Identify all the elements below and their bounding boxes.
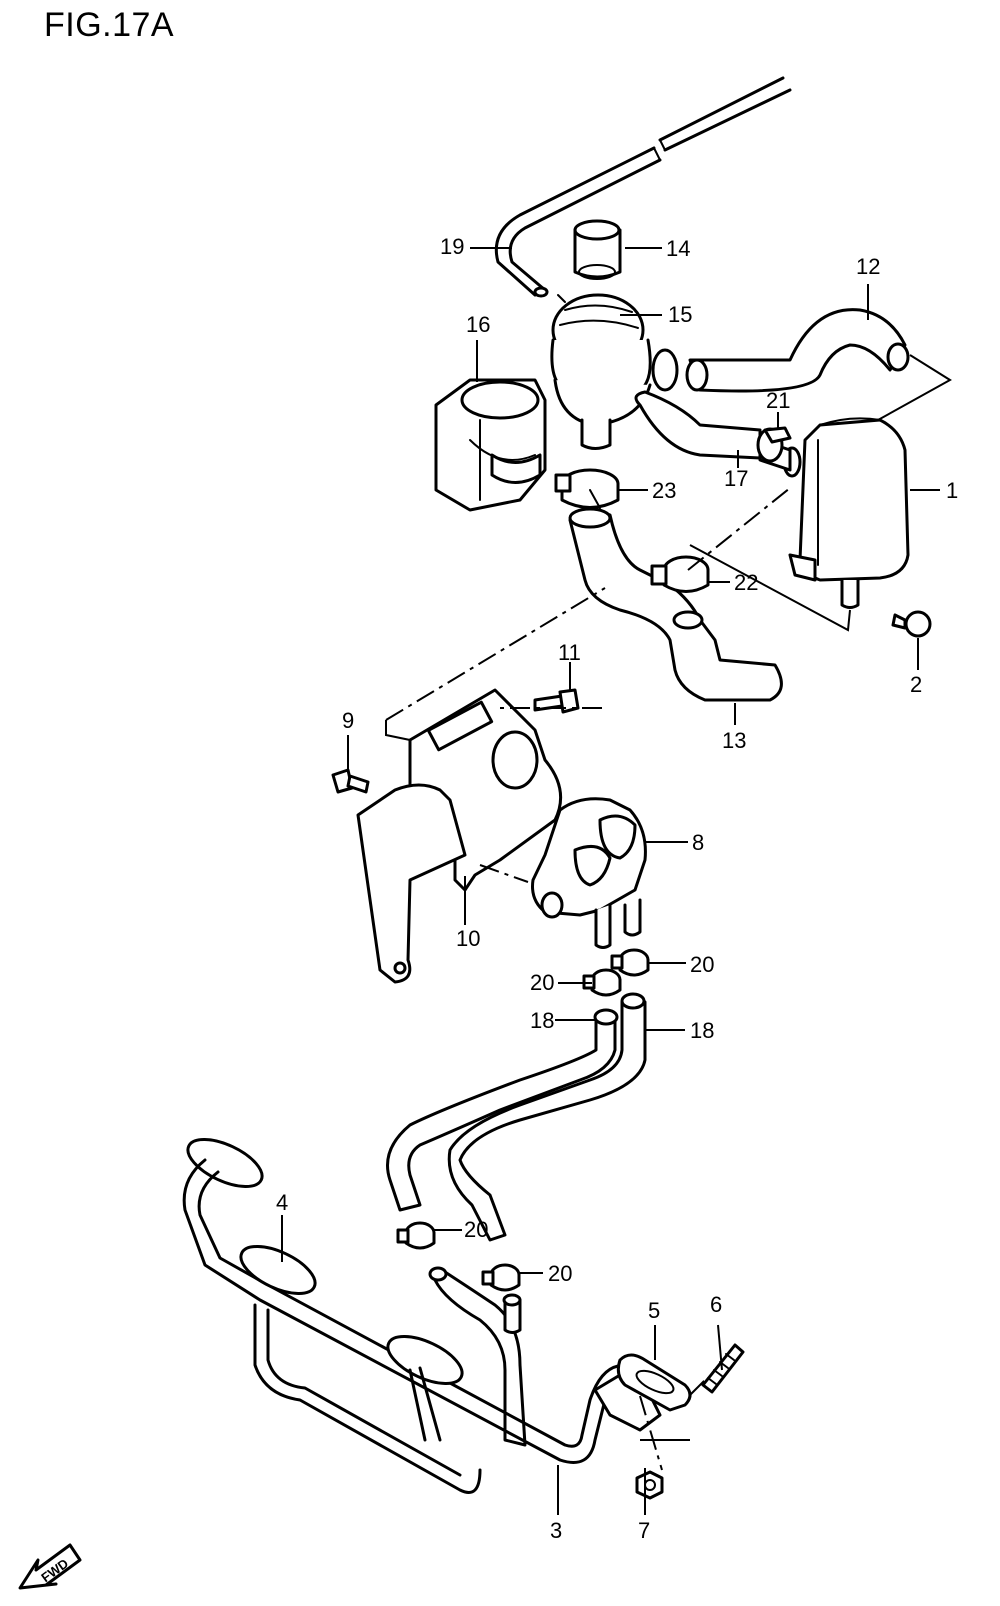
- part-7-nut: [635, 1470, 664, 1500]
- callout-20-upper-right: 20: [690, 952, 714, 977]
- part-20-clamp-lower-left: [396, 1221, 436, 1250]
- callout-21: 21: [766, 388, 790, 413]
- callout-1: 1: [946, 478, 958, 503]
- part-9-bolt: [331, 768, 370, 794]
- part-18-hoses: [386, 992, 647, 1242]
- part-1-canister: [782, 417, 910, 609]
- part-13-hose: [568, 507, 783, 702]
- part-23-clamp: [554, 468, 620, 509]
- callout-20-upper-left: 20: [530, 970, 554, 995]
- callout-8: 8: [692, 830, 704, 855]
- part-2-screw: [891, 610, 932, 638]
- callout-4: 4: [276, 1190, 288, 1215]
- part-11-bolt: [533, 688, 580, 714]
- part-8-air-valve: [531, 797, 647, 949]
- callout-23: 23: [652, 478, 676, 503]
- callout-7: 7: [638, 1518, 650, 1543]
- callout-3: 3: [550, 1518, 562, 1543]
- callout-22: 22: [734, 570, 758, 595]
- callout-15: 15: [668, 302, 692, 327]
- callout-18-right: 18: [690, 1018, 714, 1043]
- figure-title: FIG.17A: [44, 6, 175, 44]
- callout-10: 10: [456, 926, 480, 951]
- callout-leader-lines: [281, 247, 940, 1515]
- part-3-pipe-assembly: [182, 1138, 662, 1494]
- part-12-hose: [685, 308, 910, 393]
- part-10-bracket: [356, 688, 563, 984]
- callout-13: 13: [722, 728, 746, 753]
- callout-19: 19: [440, 234, 464, 259]
- fwd-arrow-icon: FWD: [18, 1543, 82, 1590]
- callout-20-lower-left: 20: [464, 1217, 488, 1242]
- callout-20-lower-right: 20: [548, 1261, 572, 1286]
- part-6-stud: [701, 1343, 745, 1394]
- part-19-hose: [494, 76, 792, 298]
- callout-14: 14: [666, 236, 690, 261]
- callout-5: 5: [648, 1298, 660, 1323]
- callout-labels: 1 2 3 4 5 6 7 8 9 10 11 12 13 14 15 16 1…: [276, 234, 958, 1543]
- callout-2: 2: [910, 672, 922, 697]
- callout-16: 16: [466, 312, 490, 337]
- part-20-clamp-upper-right: [610, 948, 650, 977]
- callout-9: 9: [342, 708, 354, 733]
- part-21-clamp: [756, 426, 792, 463]
- assembly-guide-lines: [385, 354, 952, 1471]
- part-14-cap: [573, 219, 622, 280]
- callout-12: 12: [856, 254, 880, 279]
- callout-18-left: 18: [530, 1008, 554, 1033]
- part-20-clamp-lower-right: [481, 1263, 521, 1292]
- part-16-bracket: [434, 378, 547, 512]
- part-5-gasket: [616, 1353, 692, 1412]
- callout-17: 17: [724, 466, 748, 491]
- callout-6: 6: [710, 1292, 722, 1317]
- callout-11: 11: [558, 640, 581, 665]
